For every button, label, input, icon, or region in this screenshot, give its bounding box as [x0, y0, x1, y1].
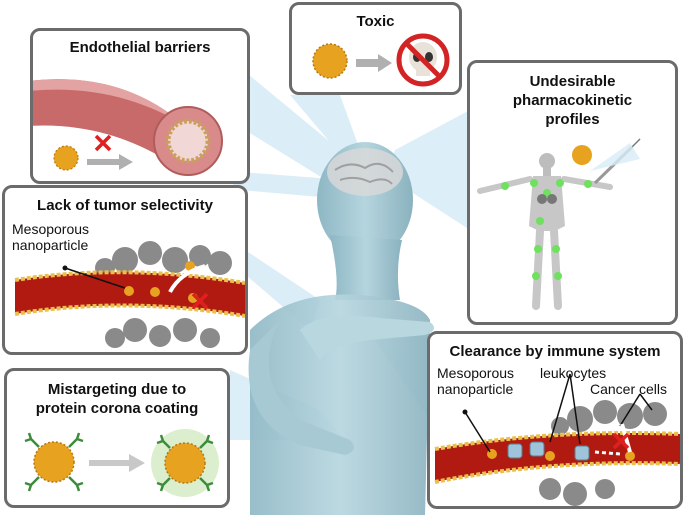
- panel-title-line-1: Undesirable: [529, 73, 616, 90]
- blocked-cross-icon: [94, 134, 112, 152]
- nanoparticle-icon: [312, 43, 348, 79]
- nanoparticle-label-line-2: nanoparticle: [437, 381, 514, 397]
- skull-prohibited-icon: [396, 33, 450, 87]
- panel-mistargeting: Mistargeting due to protein corona coati…: [4, 368, 230, 508]
- human-torso: [248, 142, 434, 515]
- panel-title-line-3: profiles: [545, 111, 600, 128]
- arrow-right-icon: [356, 54, 392, 72]
- corona-coated-nanoparticle-icon: [151, 429, 219, 497]
- targeted-nanoparticle-icon: [24, 432, 84, 492]
- nanoparticle-label-line-1: Mesoporous: [437, 365, 515, 381]
- panel-tumor-selectivity: Lack of tumor selectivity Mesoporous nan…: [2, 185, 248, 355]
- arrow-right-icon: [89, 454, 145, 472]
- nanoparticle-label-line-1: Mesoporous: [12, 221, 90, 237]
- panel-title-line-1: Mistargeting due to: [47, 381, 187, 398]
- panel-toxic: Toxic: [289, 2, 462, 95]
- panel-immune-clearance: Clearance by immune system Mesoporous na…: [427, 331, 683, 509]
- panel-title: Clearance by immune system: [449, 343, 661, 360]
- human-figure-icon: [477, 138, 641, 310]
- immune-clearance-illustration: [434, 373, 680, 506]
- arrow-right-icon: [87, 154, 133, 170]
- leukocytes-label: leukocytes: [540, 365, 607, 381]
- nanoparticle-icon: [53, 145, 79, 171]
- panel-title-line-2: protein corona coating: [35, 400, 199, 417]
- panel-title: Lack of tumor selectivity: [37, 197, 213, 214]
- panel-title-line-2: pharmacokinetic: [512, 92, 633, 109]
- blood-vessel-tumor-illustration: [14, 241, 245, 348]
- nanoparticle-icon: [572, 145, 592, 165]
- blood-vessel-icon: [33, 79, 223, 176]
- panel-title: Endothelial barriers: [69, 39, 211, 56]
- cancer-cells-label: Cancer cells: [590, 381, 668, 397]
- nanoparticle-label-line-2: nanoparticle: [12, 237, 89, 253]
- panel-endothelial-barriers: Endothelial barriers: [30, 28, 250, 184]
- panel-pharmacokinetic-profiles: Undesirable pharmacokinetic profiles: [467, 60, 678, 325]
- panel-title: Toxic: [356, 13, 395, 30]
